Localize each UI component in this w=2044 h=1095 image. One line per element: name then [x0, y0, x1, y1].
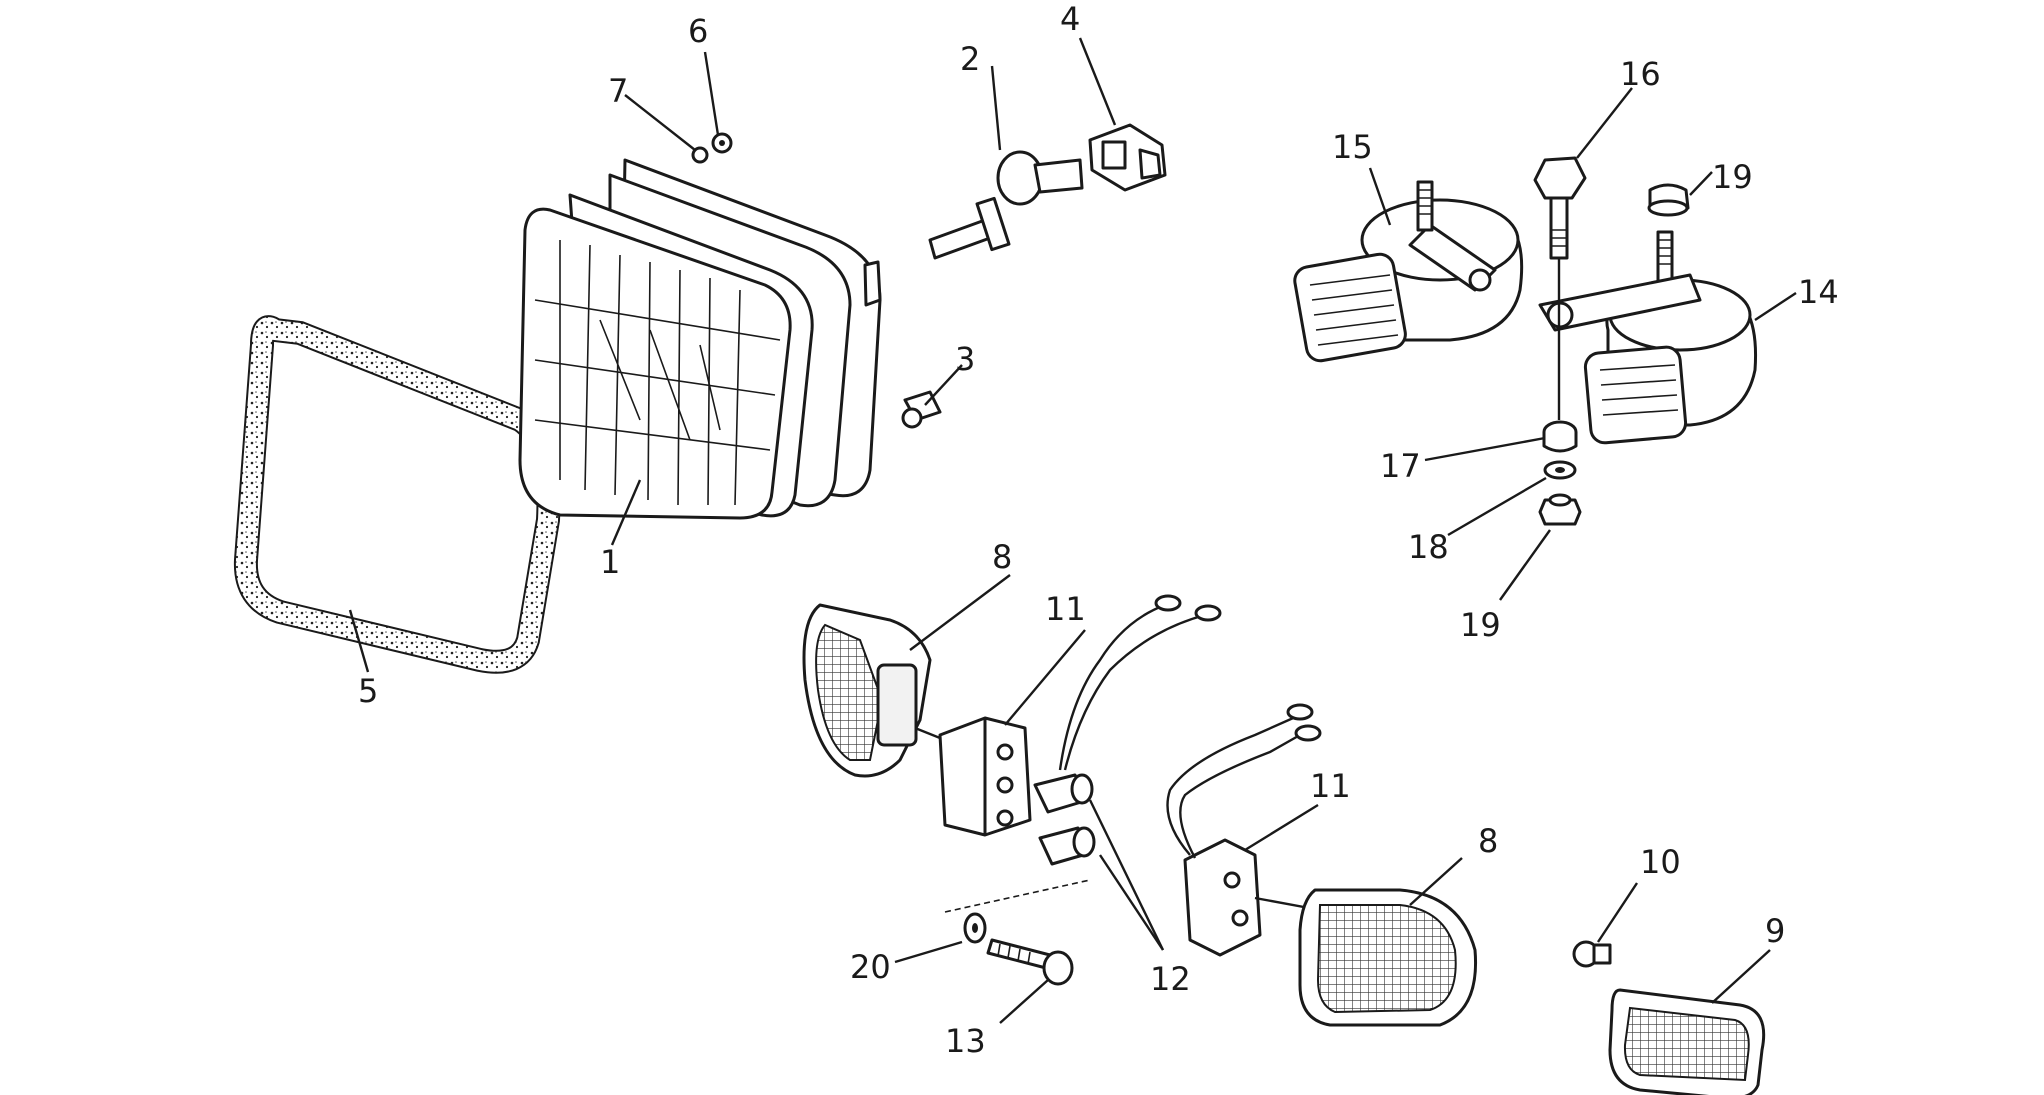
callout-7: 7 — [608, 72, 628, 110]
callouts: 1 2 3 4 5 6 7 8 8 9 10 11 11 12 13 14 15… — [358, 0, 1839, 1060]
wires-left — [1058, 594, 1222, 771]
callout-18: 18 — [1408, 528, 1449, 566]
indicator-left — [802, 603, 946, 778]
callout-14: 14 — [1798, 273, 1839, 311]
callout-9: 9 — [1765, 912, 1785, 950]
wires-right — [1166, 703, 1322, 859]
horn-left — [1293, 180, 1524, 363]
nut-19 — [1538, 493, 1582, 526]
leader-lines — [348, 37, 1797, 1024]
callout-5: 5 — [358, 672, 378, 710]
bolt-13 — [986, 938, 1074, 986]
callout-13: 13 — [945, 1022, 986, 1060]
horn-right — [1538, 230, 1758, 445]
callout-19-top: 19 — [1712, 158, 1753, 196]
spacer-17 — [1542, 420, 1578, 453]
callout-10: 10 — [1640, 843, 1681, 881]
indicator-lens — [1608, 988, 1766, 1095]
callout-2: 2 — [960, 40, 980, 78]
headlight-unit — [518, 158, 882, 520]
washer-20 — [963, 912, 987, 944]
washer-18 — [1543, 460, 1577, 480]
horn-bolt — [1533, 156, 1587, 420]
callout-4: 4 — [1060, 0, 1080, 38]
callout-12: 12 — [1150, 960, 1191, 998]
parking-bulb — [901, 390, 942, 429]
callout-11-left: 11 — [1045, 590, 1086, 628]
callout-19-bottom: 19 — [1460, 606, 1501, 644]
mount-block-left — [938, 716, 1032, 837]
bulb-connector — [1088, 123, 1167, 192]
callout-17: 17 — [1380, 447, 1421, 485]
nut-top — [1647, 183, 1690, 217]
sleeve-upper — [1033, 773, 1094, 814]
callout-8-right: 8 — [1478, 822, 1498, 860]
mount-block-right — [1183, 838, 1262, 957]
callout-1: 1 — [600, 543, 620, 581]
callout-20: 20 — [850, 948, 891, 986]
headlight-bulb — [928, 150, 1084, 260]
callout-8-left: 8 — [992, 538, 1012, 576]
callout-15: 15 — [1332, 128, 1373, 166]
callout-16: 16 — [1620, 55, 1661, 93]
headlight-gasket — [233, 315, 561, 674]
sleeve-lower — [1038, 826, 1096, 866]
callout-3: 3 — [955, 340, 975, 378]
indicator-right — [1254, 888, 1478, 1027]
indicator-bulb — [1572, 940, 1612, 968]
callout-11-right: 11 — [1310, 767, 1351, 805]
callout-6: 6 — [688, 12, 708, 50]
fastener-6 — [711, 132, 733, 154]
fastener-7 — [691, 146, 709, 164]
lens-texture — [534, 240, 781, 506]
